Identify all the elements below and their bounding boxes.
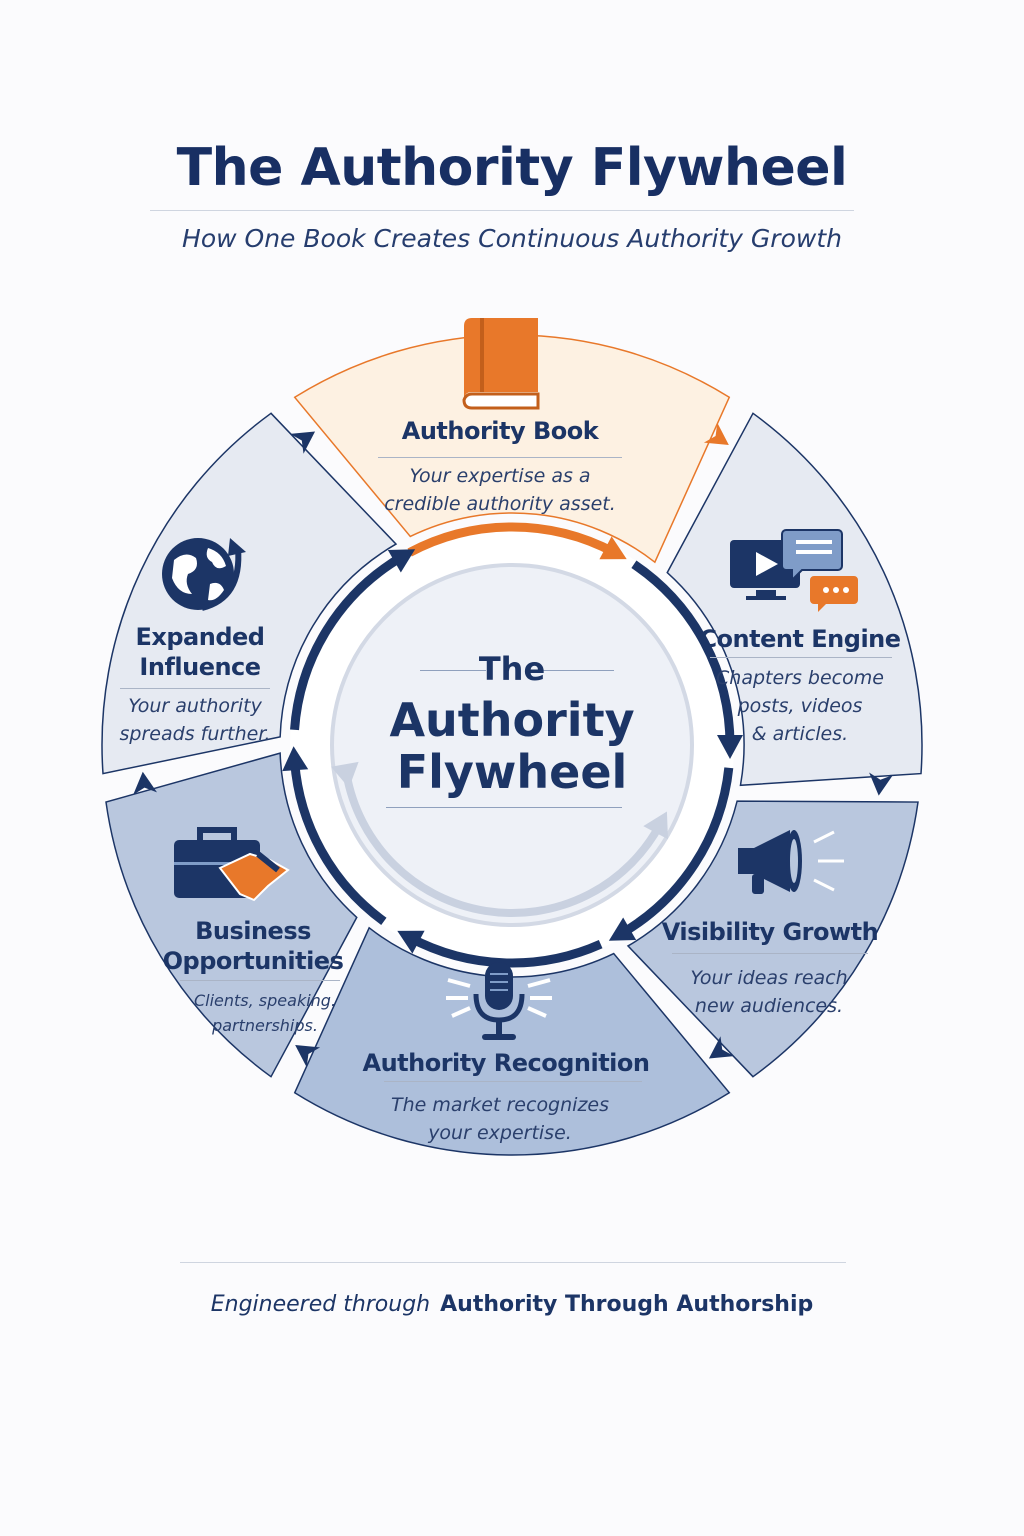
segment-arrow-icon — [295, 1045, 321, 1068]
segment-title-business-opportunities: Business Opportunities — [150, 916, 356, 976]
center-title-the: The — [478, 650, 546, 688]
segment-title-authority-book: Authority Book — [401, 417, 599, 445]
video-chat-icon — [730, 529, 858, 612]
segment-content-engine — [666, 412, 923, 787]
segment-authority-book — [293, 334, 731, 564]
title-line: Business — [195, 917, 311, 945]
desc-line: new audiences. — [694, 995, 844, 1017]
desc-line: Clients, speaking. — [193, 991, 337, 1010]
flywheel-ring-arrow — [407, 933, 603, 968]
segment-title-visibility-growth: Visibility Growth — [661, 918, 879, 946]
desc-line: posts, videos — [737, 695, 863, 717]
inner-arrowhead-icon — [643, 811, 669, 840]
desc-line: partnerships. — [212, 1016, 318, 1035]
footer-prefix: Engineered through — [210, 1292, 431, 1317]
flywheel-ring-arrow — [618, 767, 734, 938]
segment-expanded-influence — [101, 412, 398, 775]
segment-desc-expanded-influence: Your authority spreads further. — [110, 692, 280, 748]
book-icon — [462, 318, 540, 410]
desc-line: & articles. — [751, 723, 849, 745]
page-title: The Authority Flywheel — [176, 138, 848, 198]
center-inner-circle — [330, 563, 694, 927]
globe-icon — [162, 538, 246, 611]
ring-arrowhead-icon — [608, 917, 637, 941]
segment-visibility-growth — [626, 800, 919, 1078]
flywheel-ring-arrow — [407, 522, 617, 557]
center-divider-left — [420, 670, 486, 671]
segment-arrow-icon — [869, 772, 893, 796]
segment-arrow-icon — [703, 422, 729, 445]
segment-desc-content-engine: Chapters become posts, videos & articles… — [690, 664, 910, 748]
desc-line: Your expertise as a — [409, 465, 591, 487]
flywheel-ring-arrow — [631, 560, 735, 746]
desc-line: Your ideas reach — [690, 967, 848, 989]
footer-divider — [180, 1262, 846, 1263]
segment-divider — [120, 688, 270, 689]
segment-desc-authority-book: Your expertise as a credible authority a… — [350, 462, 650, 518]
briefcase-handshake-icon — [174, 827, 290, 902]
segment-divider — [710, 657, 892, 658]
segment-divider — [384, 1081, 642, 1082]
segment-divider — [378, 457, 622, 458]
segment-desc-business-opportunities: Clients, speaking. partnerships. — [180, 988, 350, 1038]
segment-title-content-engine: Content Engine — [699, 625, 901, 653]
segment-divider — [180, 980, 340, 981]
ring-arrowhead-icon — [599, 536, 627, 560]
segment-desc-visibility-growth: Your ideas reach new audiences. — [654, 964, 884, 1020]
microphone-icon — [446, 962, 552, 1040]
segment-divider — [672, 953, 868, 954]
title-line: Opportunities — [162, 947, 344, 975]
segment-arrow-icon — [290, 431, 316, 454]
segment-arrow-icon — [708, 1036, 734, 1059]
desc-line: your expertise. — [428, 1122, 572, 1144]
desc-line: Your authority — [128, 695, 262, 717]
segment-title-authority-recognition: Authority Recognition — [362, 1049, 650, 1077]
center-title: Authority Flywheel — [342, 694, 682, 798]
desc-line: spreads further. — [119, 723, 271, 745]
center-divider-bottom — [386, 807, 622, 808]
center-title-line: Authority — [389, 693, 635, 747]
page-subtitle: How One Book Creates Continuous Authorit… — [182, 224, 842, 253]
footer: Engineered through Authority Through Auth… — [0, 1292, 1024, 1317]
inner-arrowhead-icon — [331, 761, 359, 788]
flywheel-ring-arrow — [290, 759, 387, 926]
desc-line: The market recognizes — [390, 1094, 610, 1116]
segment-authority-recognition — [293, 926, 731, 1156]
ring-arrowhead-icon — [717, 735, 743, 759]
segment-title-expanded-influence: Expanded Influence — [110, 622, 290, 682]
ring-arrowhead-icon — [282, 746, 309, 772]
center-title-line: Flywheel — [396, 745, 628, 799]
inner-cycle-arrow — [342, 773, 664, 917]
segment-arrow-icon — [133, 771, 158, 795]
megaphone-icon — [738, 830, 844, 894]
segment-desc-authority-recognition: The market recognizes your expertise. — [370, 1091, 630, 1147]
center-divider-right — [540, 670, 614, 671]
title-line: Influence — [139, 653, 261, 681]
segment-business-opportunities — [105, 752, 358, 1078]
flywheel-ring-arrow — [290, 552, 406, 731]
ring-arrowhead-icon — [387, 549, 416, 573]
title-line: Expanded — [135, 623, 265, 651]
footer-brand: Authority Through Authorship — [440, 1292, 814, 1317]
desc-line: credible authority asset. — [384, 493, 616, 515]
desc-line: Chapters become — [716, 667, 884, 689]
ring-arrowhead-icon — [397, 930, 425, 954]
title-divider — [150, 210, 854, 211]
